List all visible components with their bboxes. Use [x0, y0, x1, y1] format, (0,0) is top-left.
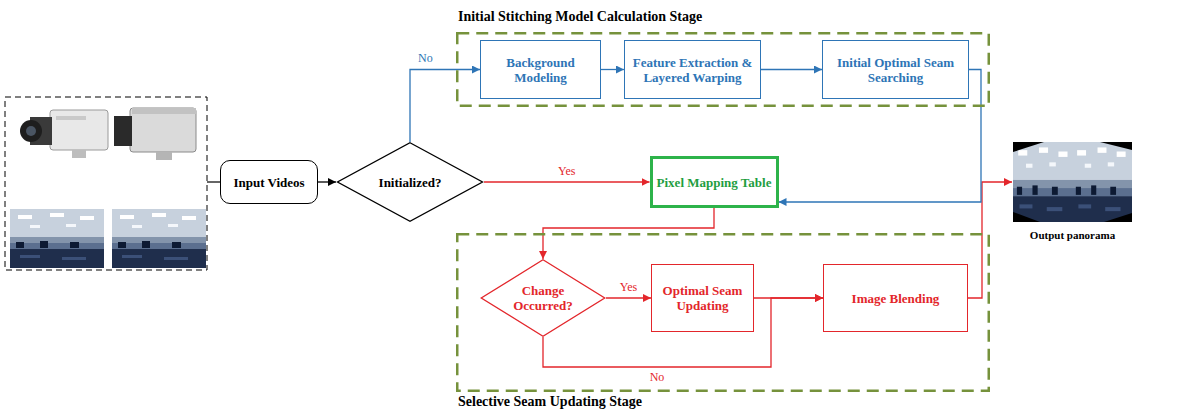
video-frame [112, 209, 206, 268]
output-arrow [968, 182, 1012, 298]
flow-arrow [754, 297, 823, 298]
flow-arrow [606, 297, 651, 298]
input-wire [207, 181, 220, 182]
edge-label: Yes [556, 164, 577, 178]
terminal-box: Input Videos [220, 160, 318, 204]
panorama-image [1013, 142, 1132, 222]
flow-arrow [484, 181, 650, 182]
camera-icon [114, 108, 196, 160]
node-label: Input Videos [233, 175, 304, 190]
output-caption: Output panorama [1008, 229, 1137, 242]
decision-diamond: Initialized? [336, 142, 484, 222]
node-label: Initialized? [379, 175, 442, 190]
decision-diamond: Change Occurred? [480, 259, 606, 337]
node-label: Initial Optimal Seam Searching [828, 55, 963, 85]
node-label: Pixel Mapping Table [657, 175, 772, 190]
node-label: Image Blending [852, 291, 940, 306]
flow-arrow [761, 69, 822, 70]
flow-arrow [318, 181, 336, 182]
stage-frame: Selective Seam Updating StageChange Occu… [456, 233, 990, 392]
camera-icon [20, 110, 108, 158]
dashed-frame [457, 33, 989, 106]
diamond-outline [337, 143, 482, 221]
video-frame [10, 209, 104, 268]
edge-label: Yes [618, 280, 639, 294]
dashed-frame [457, 234, 989, 391]
input-frame [5, 97, 207, 270]
edge-label: No [416, 51, 435, 65]
node-label: Optimal Seam Updating [657, 283, 748, 313]
node-label: Background Modeling [486, 55, 595, 85]
stage-title: Selective Seam Updating Stage [458, 394, 642, 409]
process-box: Optimal Seam Updating [651, 264, 754, 332]
table-box: Pixel Mapping Table [650, 156, 779, 208]
diamond-outline [481, 260, 604, 336]
flow-arrow [601, 69, 624, 70]
node-label: Change Occurred? [505, 283, 581, 313]
node-label: Feature Extraction & Layered Warping [630, 55, 755, 85]
stage-title: Initial Stitching Model Calculation Stag… [458, 9, 702, 24]
process-box: Image Blending [823, 264, 968, 332]
process-box: Feature Extraction & Layered Warping [624, 40, 761, 99]
process-box: Initial Optimal Seam Searching [822, 40, 969, 99]
stage-frame: Initial Stitching Model Calculation Stag… [456, 32, 990, 107]
edge-label: No [648, 370, 667, 384]
process-box: Background Modeling [480, 40, 601, 99]
